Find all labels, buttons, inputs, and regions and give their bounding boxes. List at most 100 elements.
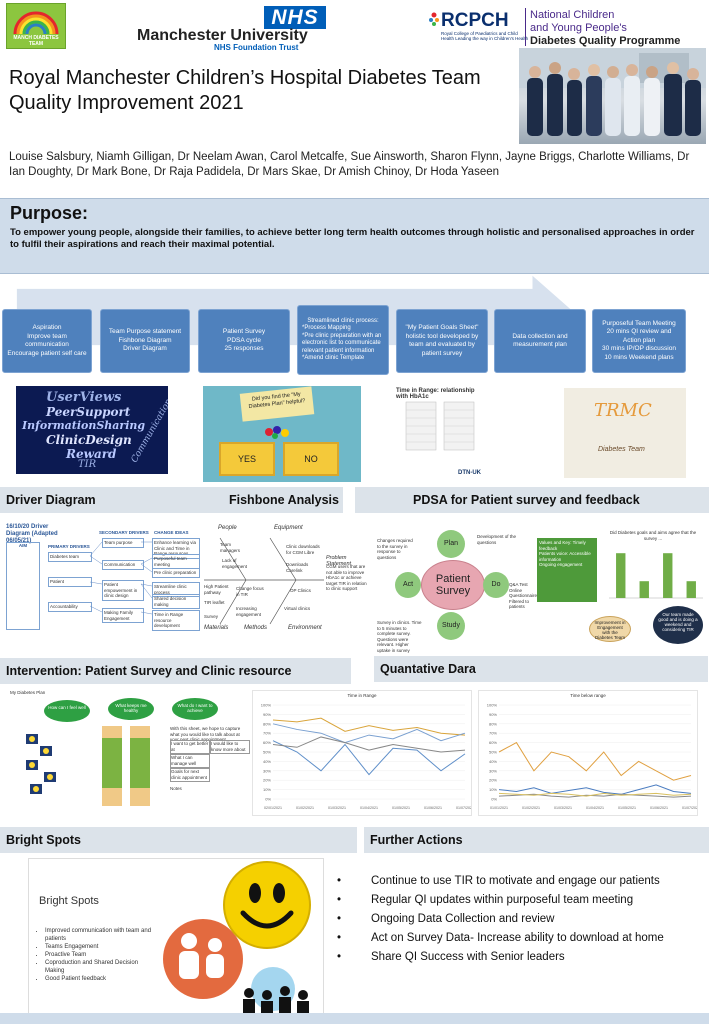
team-art-text: TRMC xyxy=(594,400,652,421)
plan-sheet-graphic xyxy=(26,726,150,806)
pdsa-center-line2: Survey xyxy=(435,585,471,597)
team-art-sub: Diabetes Team xyxy=(598,446,645,453)
driver-secondary-item: Patient empowerment in clinic design xyxy=(102,580,144,601)
tbr-chart-title: Time below range xyxy=(570,693,606,698)
step-line: Encourage patient self care xyxy=(7,349,87,357)
survey-bubble: Improvement in Engagement with the Diabe… xyxy=(589,616,631,642)
plan-form-row: I want to get better at xyxy=(170,740,210,754)
survey-bar-chart xyxy=(609,553,703,599)
time-in-range-chart: Time in Range 100%90%80%70%60%50%40%30%2… xyxy=(252,690,472,816)
step-line: *Pre clinic preparation with an electron… xyxy=(302,332,382,354)
pdsa-plan-text: Development of the questions xyxy=(477,534,517,545)
x-tick-label: 01/07/2021 xyxy=(456,806,471,810)
y-tick-label: 20% xyxy=(263,778,271,783)
bright-spot-item: Coproduction and Shared Decision Making xyxy=(45,959,155,975)
goals-plan-sheet: My Diabetes Plan How can I feel well Wha… xyxy=(4,690,250,808)
tir-chart-svg: 100%90%80%70%60%50%40%30%20%10%0%02/01/2… xyxy=(261,703,471,811)
bar xyxy=(663,553,673,598)
process-step-team-meeting: Purposeful Team Meeting 20 mins QI revie… xyxy=(592,309,686,373)
fishbone-lines xyxy=(204,537,324,625)
driver-secondary-item: Team purpose xyxy=(102,538,144,548)
driver-aim-heading: AIM xyxy=(18,543,28,548)
y-tick-label: 0% xyxy=(491,797,497,802)
authors: Louise Salsbury, Niamh Gilligan, Dr Neel… xyxy=(9,151,690,178)
series-line xyxy=(272,740,466,776)
fishbone-problem-text: CGM users that are not able to improve H… xyxy=(326,564,367,591)
team-photo-image xyxy=(519,48,706,136)
x-tick-label: 01/02/2021 xyxy=(522,806,540,810)
bright-spots-graphic xyxy=(163,919,309,1015)
rainbow-logo: MANCH DIABETES TEAM xyxy=(6,3,66,49)
section-bright-title: Bright Spots xyxy=(6,833,81,847)
bar xyxy=(639,581,649,598)
fishbone-label: Team managers xyxy=(220,542,241,553)
purpose-section: Purpose: To empower young people, alongs… xyxy=(0,198,709,274)
section-pdsa-bar: PDSA for Patient survey and feedback xyxy=(355,487,709,513)
y-tick-label: 30% xyxy=(489,768,497,773)
plan-form-row: Goals for next clinic appointment xyxy=(170,768,210,782)
fishbone-label: Increasing engagement xyxy=(236,606,262,617)
section-intervention-title: Intervention: Patient Survey and Clinic … xyxy=(6,664,292,678)
driver-secondary-heading: SECONDARY DRIVERS xyxy=(99,530,149,535)
process-step-patient-survey: Patient Survey PDSA cycle 25 responses xyxy=(198,309,290,373)
bright-spot-item: Improved communication with team and pat… xyxy=(45,927,155,943)
ncdqp-line3: Diabetes Quality Programme xyxy=(530,35,681,47)
section-fishbone-title: Fishbone Analysis xyxy=(229,493,339,507)
section-driver-bar: Driver Diagram Fishbone Analysis xyxy=(0,487,343,513)
word-cloud-image: UserViews PeerSupport InformationSharing… xyxy=(16,386,168,474)
tbr-chart-svg: 100%90%80%70%60%50%40%30%20%10%0%01/01/2… xyxy=(487,703,697,811)
word-cloud-word: UserViews xyxy=(46,390,122,405)
survey-note: Values and Key: Timely feedback xyxy=(539,540,586,551)
dtn-uk-logo: DTN-UK xyxy=(458,470,481,476)
y-tick-label: 100% xyxy=(487,703,498,708)
series-line xyxy=(272,717,466,736)
step-line: Streamlined clinic process: xyxy=(307,317,379,324)
survey-bubble: Our team made good and is doing a weeken… xyxy=(653,606,703,644)
pdsa-study-text: Survey in clinics. Time to 5 minutes to … xyxy=(377,620,422,653)
step-line: Aspiration xyxy=(32,324,62,331)
driver-change-item: Shared decision making xyxy=(152,594,200,609)
step-line: 25 responses xyxy=(224,345,264,353)
plan-form-title: With this sheet, we hope to capture what… xyxy=(170,726,241,742)
step-line: Fishbone Diagram xyxy=(118,336,172,344)
sweets-icon xyxy=(263,424,293,440)
pdsa-do-circle: Do xyxy=(483,572,509,598)
fishbone-label: High Patient pathway xyxy=(204,584,229,595)
y-tick-label: 70% xyxy=(263,731,271,736)
team-photo xyxy=(519,48,706,144)
y-tick-label: 30% xyxy=(263,768,271,773)
y-tick-label: 50% xyxy=(263,750,271,755)
fishbone-category: Methods xyxy=(244,625,268,631)
series-line xyxy=(498,741,692,781)
fishbone-diagram: People Equipment Materials Methods Envir… xyxy=(200,524,368,636)
section-quant-title: Quantative Dara xyxy=(380,662,476,676)
pdsa-cycle: Changes required to the survey in respon… xyxy=(375,526,538,653)
fishbone-category: People xyxy=(218,525,237,531)
driver-change-item: Pre clinic preparation xyxy=(152,568,200,578)
x-tick-label: 01/07/2021 xyxy=(682,806,697,810)
step-line: PDSA cycle xyxy=(227,336,261,344)
step-line: "My Patient Goals Sheet" holistic tool d… xyxy=(405,324,479,357)
x-tick-label: 02/01/2021 xyxy=(264,806,282,810)
y-tick-label: 10% xyxy=(489,787,497,792)
step-line: Team Purpose statement xyxy=(108,328,182,336)
driver-primary-item: Accountability xyxy=(48,602,92,612)
y-tick-label: 70% xyxy=(489,731,497,736)
driver-diagram: 16/10/20 Driver Diagram (Adapted 06/05/2… xyxy=(4,522,200,632)
survey-chart: Values and Key: Timely feedback Patients… xyxy=(537,530,705,644)
driver-change-item: Enhance learning via Clinic and Time in … xyxy=(152,538,200,559)
section-pdsa-title: PDSA for Patient survey and feedback xyxy=(413,493,640,507)
driver-primary-heading: PRIMARY DRIVERS xyxy=(48,544,90,549)
survey-chart-title: Did Diabetes goals and aims agree that t… xyxy=(609,530,697,541)
x-tick-label: 01/04/2021 xyxy=(586,806,604,810)
tir-chart-title: Time in Range xyxy=(347,693,377,698)
goals-yes-card: YES xyxy=(219,442,275,476)
purpose-text: To empower young people, alongside their… xyxy=(10,227,695,250)
tir-hba1c-image: Time in Range: relationship with HbA1c D… xyxy=(396,388,488,484)
time-below-range-chart: Time below range 100%90%80%70%60%50%40%3… xyxy=(478,690,698,816)
bar xyxy=(686,581,696,598)
y-tick-label: 90% xyxy=(489,712,497,717)
further-action-item: Regular QI updates within purposeful tea… xyxy=(337,891,707,910)
step-line: Driver Diagram xyxy=(123,345,167,353)
smiley-face-icon xyxy=(223,861,311,949)
